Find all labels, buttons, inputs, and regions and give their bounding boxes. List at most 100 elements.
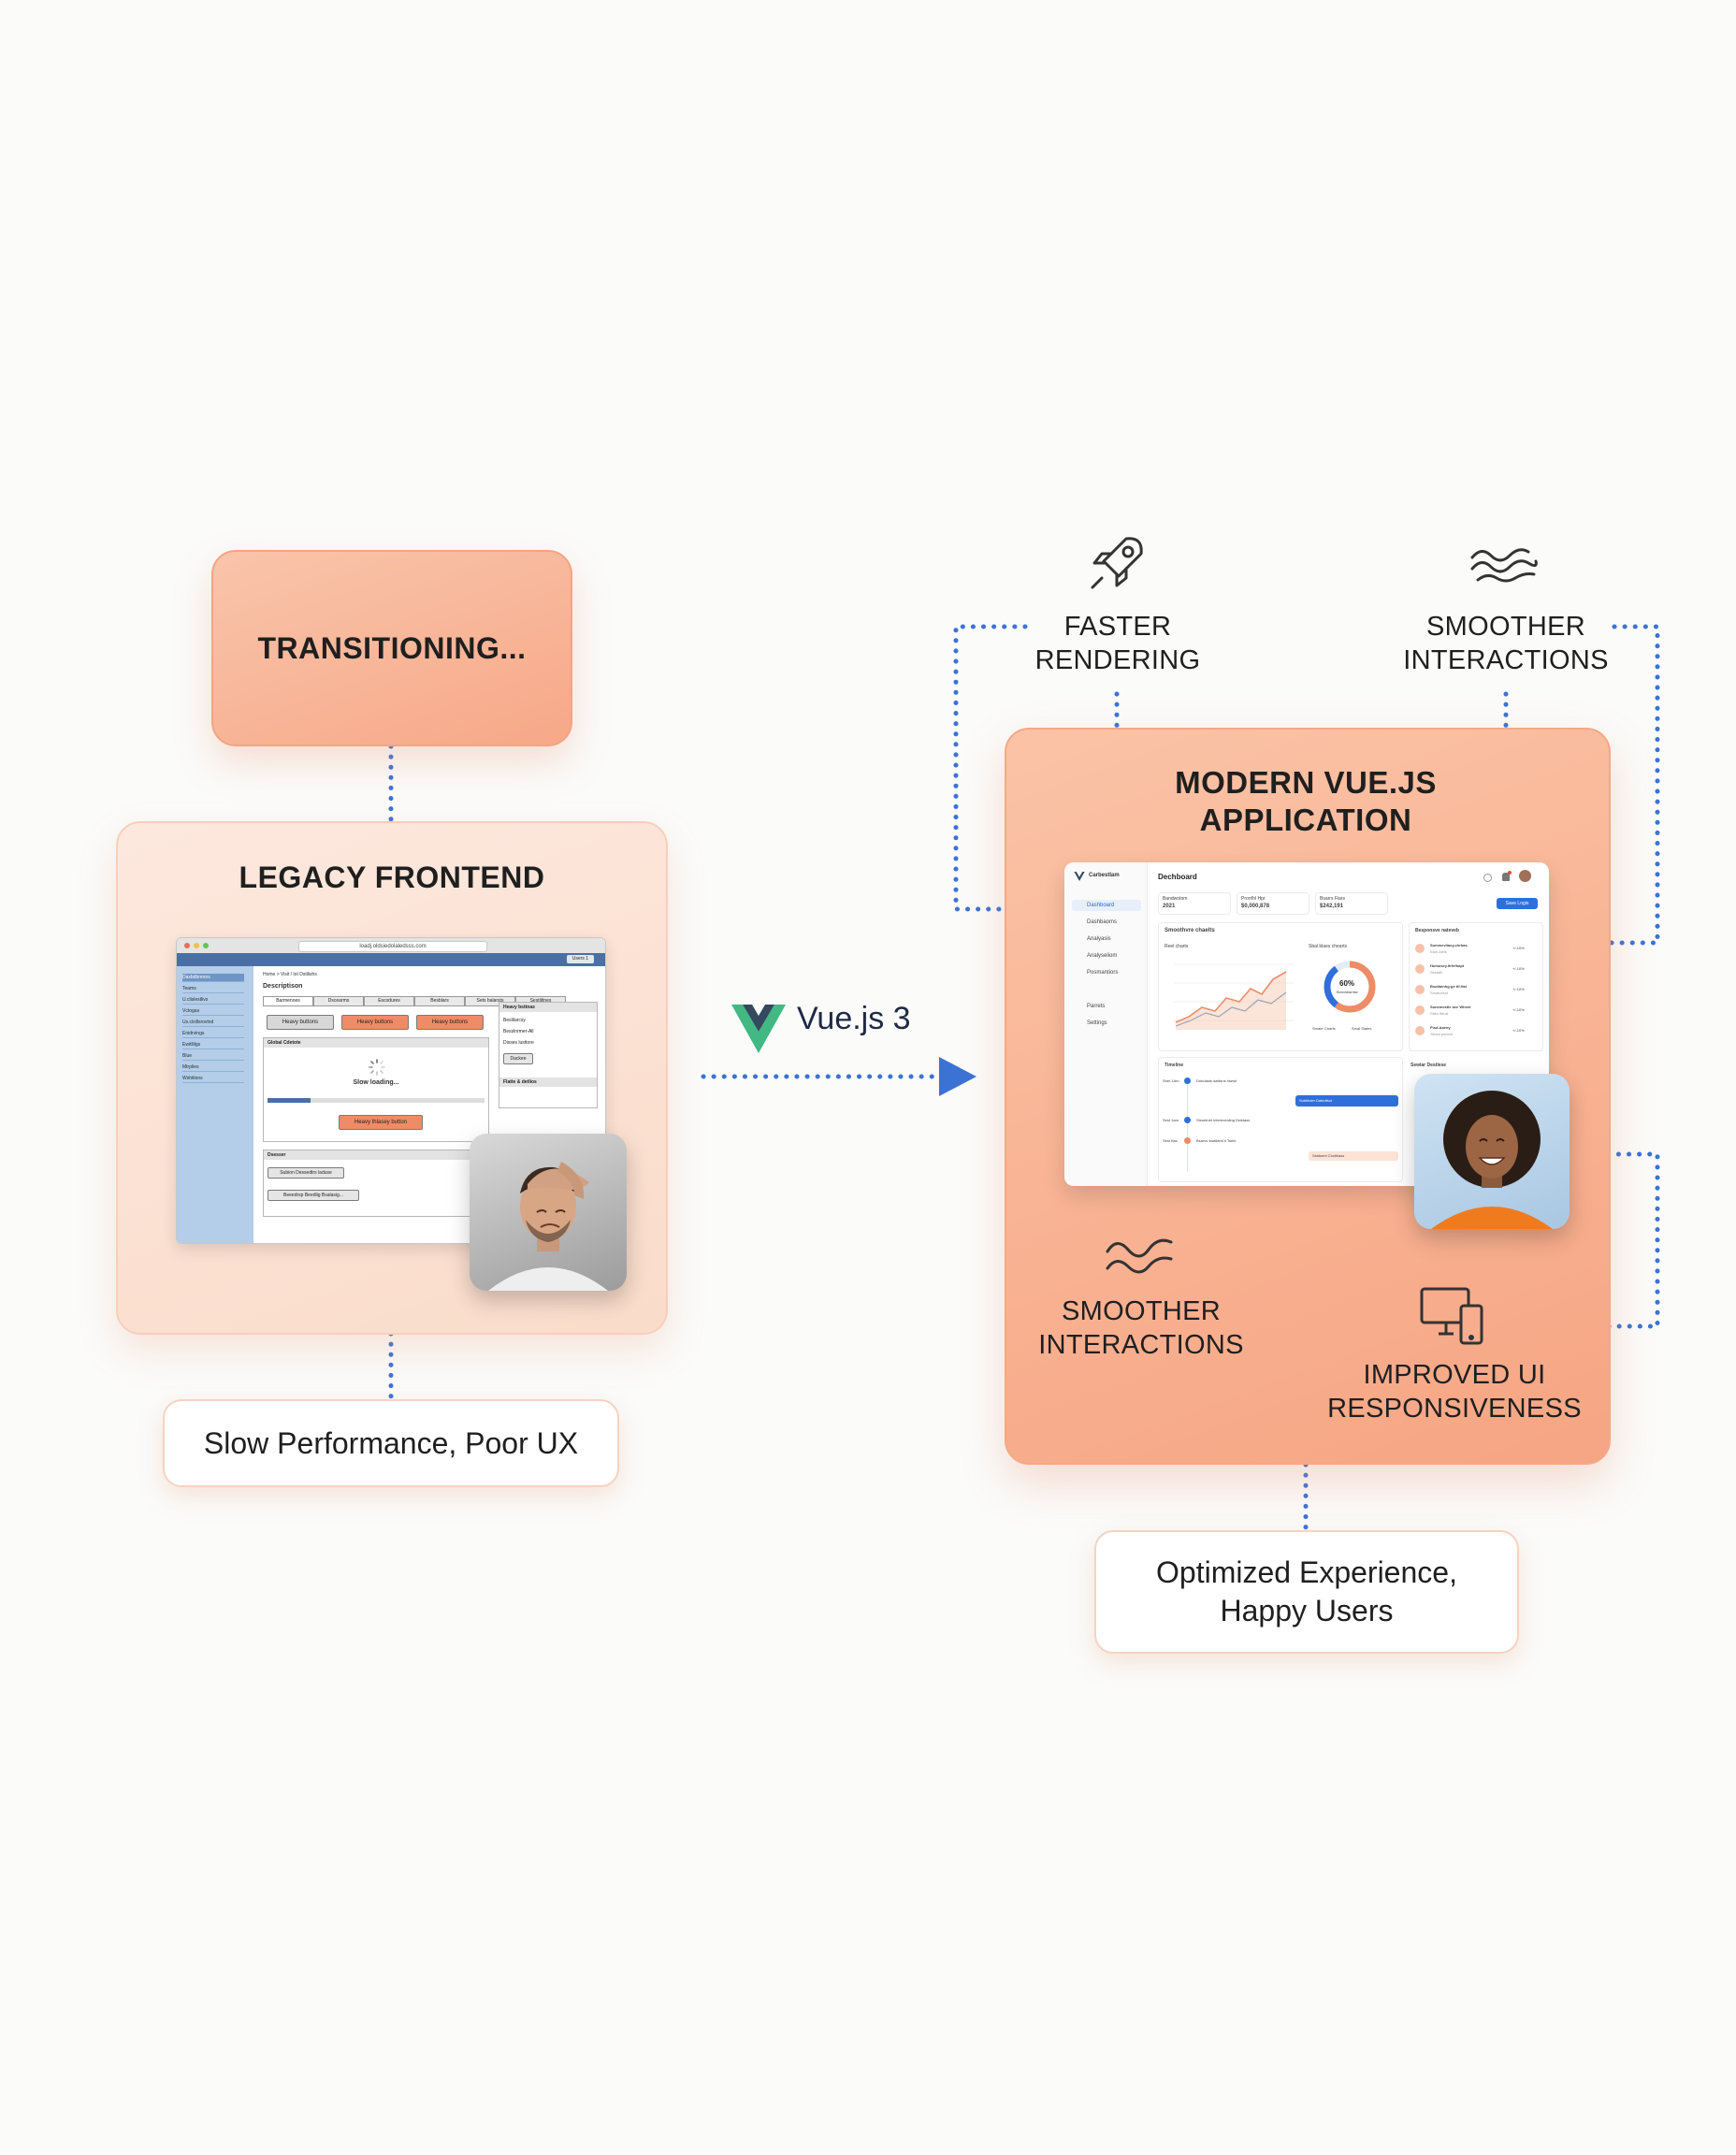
smoother-bottom-line1: SMOOTHER: [1062, 1296, 1221, 1326]
avatar[interactable]: [1519, 870, 1531, 882]
dash-nav-item[interactable]: Analyseliom: [1087, 953, 1118, 959]
optimized-experience-box: Optimized Experience, Happy Users: [1094, 1530, 1519, 1654]
legacy-progress-track: [268, 1098, 485, 1103]
item-name: Bsotlalnhg:ge tlf.Hal: [1430, 984, 1467, 989]
item-sub: Sleesl pamcit: [1430, 1032, 1453, 1036]
item-name: Humosey.lfrfefhapt: [1430, 963, 1465, 968]
dash-title: Dechboard: [1158, 873, 1197, 881]
legacy-lower-panel: Dsesser Subion Dessedtrs laduse Beeedrsp…: [263, 1150, 489, 1217]
legacy-sidebar-item: Wshitions: [182, 1075, 244, 1083]
dash-nav-item[interactable]: Dashbaoms: [1087, 919, 1118, 925]
legacy-sidebar-item: Teams: [182, 985, 244, 993]
legacy-tab: Barmenoes: [263, 996, 313, 1006]
legacy-sidebar-item: Ewitllilgs: [182, 1041, 244, 1049]
vue-logo-icon: [731, 1005, 786, 1053]
responsive-title: Besponsve nateveb: [1415, 928, 1459, 933]
legacy-tab: Sets balarsts: [465, 996, 515, 1006]
legacy-progress-fill: [268, 1098, 311, 1103]
dash-table-title: Sewiar Destlese: [1410, 1063, 1447, 1068]
legacy-tab: Dscearms: [313, 996, 364, 1006]
timeline-dot: [1184, 1117, 1191, 1123]
dash-timeline-card: Timeline Shet 1Am Dobdasts datiisns hses…: [1158, 1057, 1403, 1182]
item-pct: +/-10%: [1512, 966, 1525, 971]
waves-icon: [1470, 548, 1538, 583]
timeline-title: Timeline: [1165, 1063, 1184, 1068]
legacy-sidebar-item: Dasbdbrenns: [182, 974, 244, 982]
legacy-app-header: Users 1: [177, 953, 605, 966]
timeline-text: Stsnetnet Internvealing Dsistass: [1196, 1118, 1251, 1122]
dash-responsive-card: Besponsve nateveb Summevliaoy.chrbas Ear…: [1409, 922, 1543, 1051]
timeline-highlight-orange: Sstdsent Clodhiass: [1309, 1151, 1398, 1161]
donut-sub: Bonvldiamtw: [1337, 990, 1358, 994]
dash-nav-item[interactable]: Settings: [1087, 1020, 1107, 1026]
legacy-section-title: Dsesser: [264, 1150, 488, 1160]
item-pct: +/-10%: [1512, 1028, 1525, 1033]
item-pct: +/-10%: [1512, 1007, 1525, 1012]
legacy-breadcrumb: Home > Visit / lot Dstilishs: [263, 972, 317, 977]
timeline-text: Bsarvs swalland ti Tsels: [1196, 1138, 1237, 1143]
list-item: Sunemestle ace Wheet Stles ffarat +/-10%: [1415, 1002, 1537, 1022]
legacy-sidebar-item: Mtrplies: [182, 1063, 244, 1072]
modern-title-line2: APPLICATION: [1199, 803, 1412, 837]
item-pct: +/-10%: [1512, 946, 1525, 950]
donut-chart: [1324, 961, 1376, 1013]
faster-rendering-line2: RENDERING: [1034, 645, 1201, 675]
legacy-title: LEGACY FRONTEND: [239, 861, 545, 894]
smoother-interactions-top-label: SMOOTHER INTERACTIONS: [1394, 610, 1618, 677]
smoother-top-line2: INTERACTIONS: [1403, 645, 1609, 675]
faster-rendering-line1: FASTER: [1063, 612, 1172, 642]
optimized-line1: Optimized Experience,: [1156, 1555, 1457, 1589]
dash-sidebar-active: [1072, 900, 1141, 911]
item-pct: +/-10%: [1512, 987, 1525, 991]
item-name: Pisd.Aaeny: [1430, 1025, 1451, 1030]
item-icon: [1415, 1005, 1425, 1015]
item-name: Summevliaoy.chrbas: [1430, 943, 1468, 947]
donut-value: 60%: [1339, 979, 1355, 988]
dash-nav-item[interactable]: Parrets: [1087, 1004, 1106, 1009]
legacy-heading: Descriptison: [263, 983, 303, 990]
dash-charts-card: Smoothvre chaelts Reel charts Sbal blaes…: [1158, 922, 1403, 1051]
slow-performance-box: Slow Performance, Poor UX: [163, 1399, 619, 1487]
dash-nav-item[interactable]: Posmantiors: [1087, 970, 1119, 976]
legacy-right-item: Disses lusttore: [503, 1040, 534, 1046]
happy-user-photo: [1414, 1074, 1570, 1229]
legacy-sidebar-item: U.clislestlivs: [182, 996, 244, 1005]
dash-sidebar: Carbestlam Dashboard Dashbaoms Analyasis…: [1064, 862, 1148, 1186]
transitioning-label: TRANSITIONING...: [257, 630, 527, 665]
search-icon[interactable]: [1483, 874, 1492, 882]
timeline-line: [1187, 1078, 1188, 1172]
item-sub: Sestaill: [1430, 970, 1442, 975]
stat-label: Prorrlhl Hpr: [1241, 896, 1266, 902]
timeline-dot: [1184, 1137, 1191, 1144]
slow-performance-label: Slow Performance, Poor UX: [203, 1425, 579, 1460]
list-item: Humosey.lfrfefhapt Sestaill +/-10%: [1415, 961, 1537, 981]
dash-action-button[interactable]: Save Logis: [1497, 898, 1538, 909]
item-icon: [1415, 964, 1425, 974]
legacy-tabs: Barmenoes Dscearms Escodures Besblars Se…: [263, 996, 581, 1006]
dash-nav-dashboard[interactable]: Dashboard: [1087, 903, 1115, 908]
item-name: Sunemestle ace Wheet: [1430, 1005, 1471, 1009]
item-icon: [1415, 985, 1425, 994]
legacy-user-button: Users 1: [566, 955, 594, 963]
stat-value: 2021: [1163, 904, 1176, 909]
list-item: Bsotlalnhg:ge tlf.Hal Smatcesat +/-10%: [1415, 981, 1537, 1002]
stat-label: Bsarrs Fiars: [1320, 896, 1345, 902]
legacy-sidebar-item: Enidrvings: [182, 1030, 244, 1038]
bell-icon[interactable]: [1502, 873, 1510, 881]
browser-url-bar: loadj.oldsiedolaledsss.com: [298, 941, 487, 952]
item-sub: Smatcesat: [1430, 991, 1448, 995]
improved-ui-line1: IMPROVED UI: [1363, 1360, 1546, 1390]
stat-value: $0,000,878: [1241, 904, 1270, 909]
donut-legend: Smaer Charts: [1312, 1026, 1336, 1031]
smoother-top-line1: SMOOTHER: [1426, 612, 1585, 642]
devices-icon: [1420, 1287, 1483, 1345]
optimized-line2: Happy Users: [1220, 1594, 1394, 1627]
legacy-loading-text: Slow loading...: [353, 1079, 399, 1086]
minimize-dot-icon: [194, 943, 199, 948]
legacy-right-item: Besslnrmer-All: [503, 1029, 534, 1034]
timeline-time: Sest Itas: [1163, 1138, 1178, 1143]
legacy-small-button: Beeedrsp Beedlig Bsalasig...: [268, 1190, 359, 1201]
legacy-section-title: Global Cdetote: [264, 1038, 488, 1048]
legacy-sidebar-item: Us.clsillsrovtnd: [182, 1019, 244, 1027]
dash-nav-item[interactable]: Analyasis: [1087, 936, 1111, 942]
